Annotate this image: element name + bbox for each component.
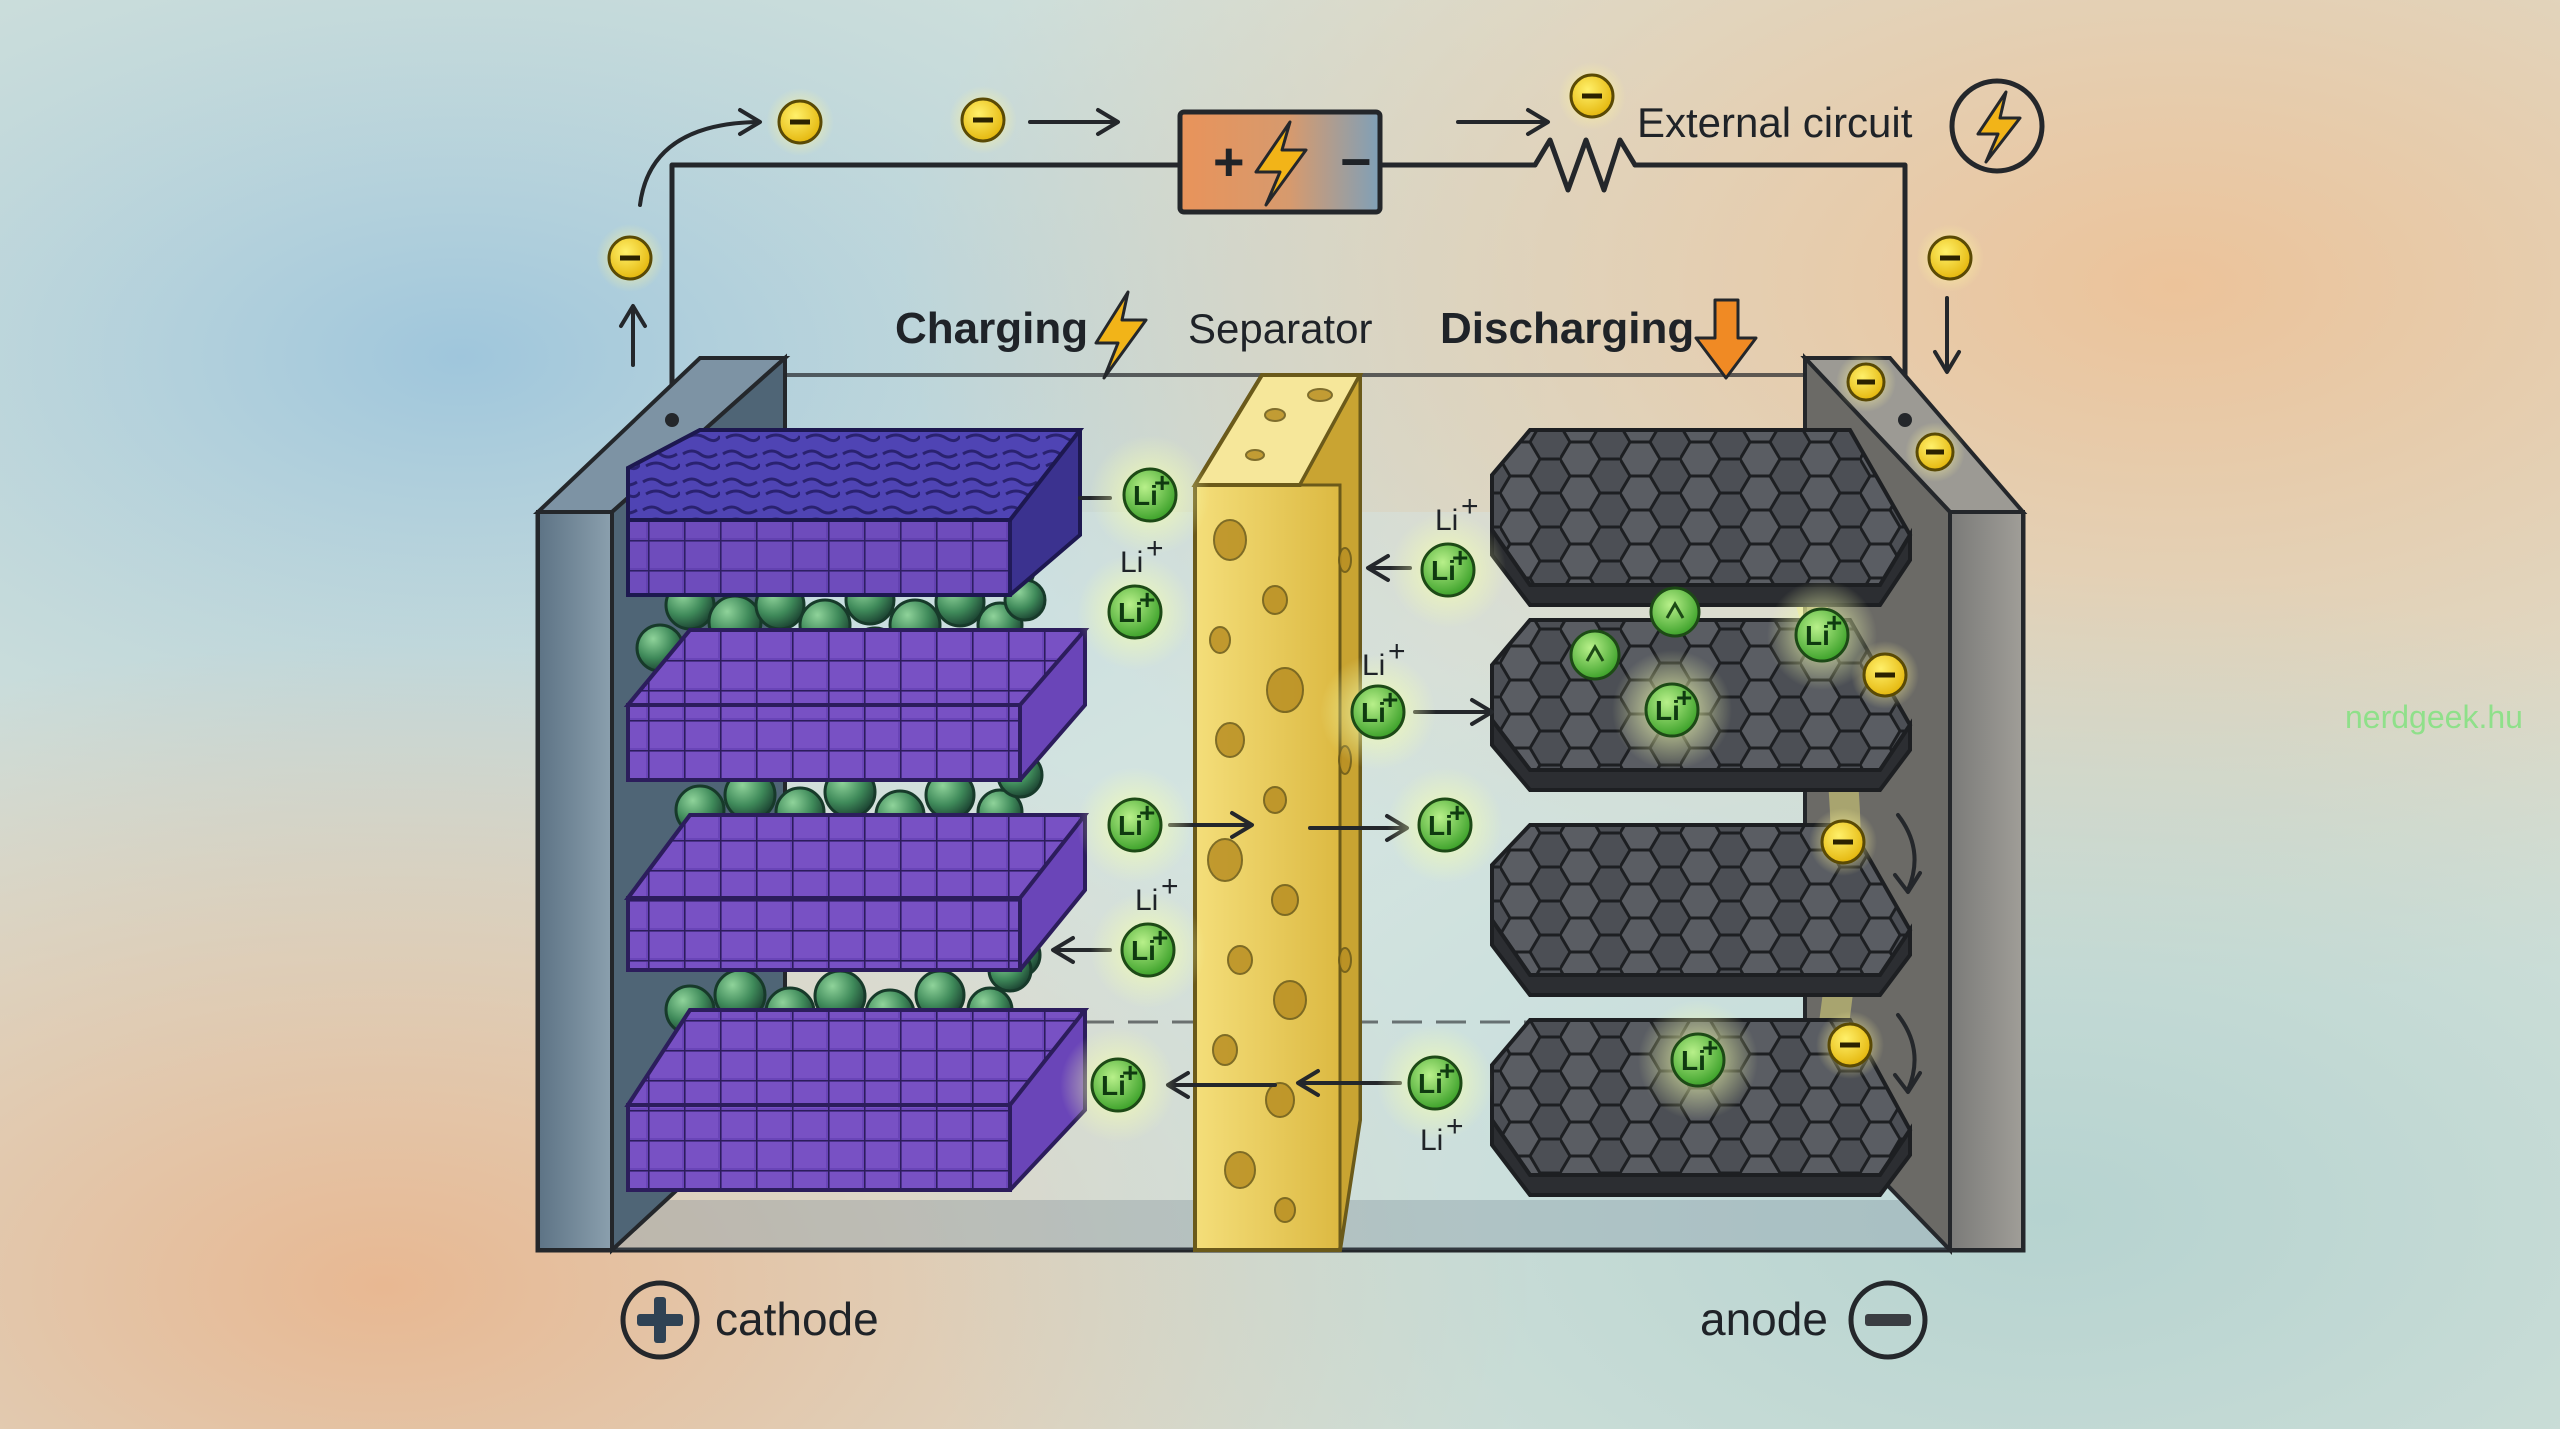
minus-circle-icon xyxy=(1848,1280,1928,1360)
cathode-layers xyxy=(623,428,1090,1192)
resistor-icon xyxy=(1532,137,1638,193)
lithium-ion-icon xyxy=(1649,586,1701,638)
svg-text:+: + xyxy=(1139,797,1155,828)
svg-text:Li: Li xyxy=(1131,935,1156,966)
lithium-ion-icon: Li+ xyxy=(1350,684,1406,740)
lightning-bolt-icon xyxy=(1094,290,1148,380)
electron-minus-icon xyxy=(1905,422,1965,482)
svg-text:+: + xyxy=(1161,870,1179,903)
battery-icon: + − xyxy=(1177,109,1383,215)
svg-text:Li: Li xyxy=(1118,810,1143,841)
electron-minus-icon xyxy=(1851,641,1919,709)
svg-text:+: + xyxy=(1382,684,1398,715)
lightning-bolt-icon xyxy=(1254,120,1308,207)
svg-text:Li: Li xyxy=(1118,597,1143,628)
svg-text:Li: Li xyxy=(1361,697,1386,728)
electron-minus-icon xyxy=(1558,62,1626,130)
svg-text:+: + xyxy=(1154,467,1170,498)
external-circuit-wire xyxy=(669,137,1908,411)
lithium-ion-icon: Li+ xyxy=(1670,1032,1726,1088)
electron-minus-icon xyxy=(766,88,834,156)
svg-text:Li: Li xyxy=(1101,1070,1126,1101)
lithium-ion-icon: Li+ xyxy=(1420,542,1476,598)
svg-text:+: + xyxy=(1449,797,1465,828)
li-label: Li xyxy=(1420,1124,1443,1157)
svg-text:Li: Li xyxy=(1418,1068,1443,1099)
lithium-ion-icon: Li+ xyxy=(1122,467,1178,523)
charging-label: Charging xyxy=(895,304,1088,353)
svg-text:+: + xyxy=(1446,1110,1464,1143)
li-label: Li xyxy=(1362,649,1385,682)
svg-text:+: + xyxy=(1122,1057,1138,1088)
lithium-ion-icon: Li+ xyxy=(1120,922,1176,978)
plus-circle-icon xyxy=(620,1280,700,1360)
lightning-circle-icon xyxy=(1949,78,2045,174)
svg-text:+: + xyxy=(1826,607,1842,638)
separator-label: Separator xyxy=(1188,305,1372,352)
watermark: nerdgeek.hu xyxy=(2345,699,2523,735)
lithium-ion-icon: Li+ xyxy=(1107,797,1163,853)
discharging-label: Discharging xyxy=(1440,304,1694,353)
li-label: Li xyxy=(1435,504,1458,537)
down-arrow-icon xyxy=(1694,298,1758,380)
svg-text:Li: Li xyxy=(1431,555,1456,586)
lithium-ion-labels: Li+ Li+ Li+ Li+ Li+ xyxy=(1120,490,1479,1157)
anode-label: anode xyxy=(1700,1293,1828,1345)
lithium-ion-icon: Li+ xyxy=(1107,584,1163,640)
electrons xyxy=(596,62,1984,1079)
electron-flow-arrows xyxy=(619,108,1961,374)
svg-text:+: + xyxy=(1452,542,1468,573)
electron-minus-icon xyxy=(1816,1011,1884,1079)
lithium-ion-icon xyxy=(1569,629,1621,681)
lithium-ions: Li+ Li+ Li+ Li+ Li+ Li+ Li+ Li+ Li+ Li+ … xyxy=(1090,467,1850,1113)
lithium-ion-icon: Li+ xyxy=(1644,682,1700,738)
electron-minus-icon xyxy=(1916,224,1984,292)
svg-text:+: + xyxy=(1461,490,1479,523)
electron-minus-icon xyxy=(1836,352,1896,412)
svg-text:Li: Li xyxy=(1655,695,1680,726)
svg-text:+: + xyxy=(1146,532,1164,565)
lithium-ion-icon: Li+ xyxy=(1090,1057,1146,1113)
svg-text:+: + xyxy=(1702,1032,1718,1063)
svg-text:+: + xyxy=(1388,635,1406,668)
cathode-label-group: cathode xyxy=(620,1280,879,1360)
svg-text:Li: Li xyxy=(1133,480,1158,511)
svg-text:+: + xyxy=(1439,1055,1455,1086)
electron-minus-icon xyxy=(949,86,1017,154)
lithium-ion-icon: Li+ xyxy=(1417,797,1473,853)
svg-text:+: + xyxy=(1139,584,1155,615)
electron-minus-icon xyxy=(1809,808,1877,876)
external-circuit-label: External circuit xyxy=(1637,99,1913,146)
lithium-ion-icon: Li+ xyxy=(1794,607,1850,663)
svg-text:+: + xyxy=(1152,922,1168,953)
electron-minus-icon xyxy=(596,224,664,292)
battery-minus: − xyxy=(1340,132,1372,192)
li-label: Li xyxy=(1135,884,1158,917)
svg-text:+: + xyxy=(1676,682,1692,713)
svg-text:Li: Li xyxy=(1681,1045,1706,1076)
battery-plus: + xyxy=(1213,132,1245,192)
separator-membrane xyxy=(1191,373,1364,1252)
lithium-ion-icon: Li+ xyxy=(1407,1055,1463,1111)
cathode-label: cathode xyxy=(715,1293,879,1345)
li-label: Li xyxy=(1120,546,1143,579)
svg-text:Li: Li xyxy=(1805,620,1830,651)
anode-label-group: anode xyxy=(1700,1280,1928,1360)
svg-text:Li: Li xyxy=(1428,810,1453,841)
